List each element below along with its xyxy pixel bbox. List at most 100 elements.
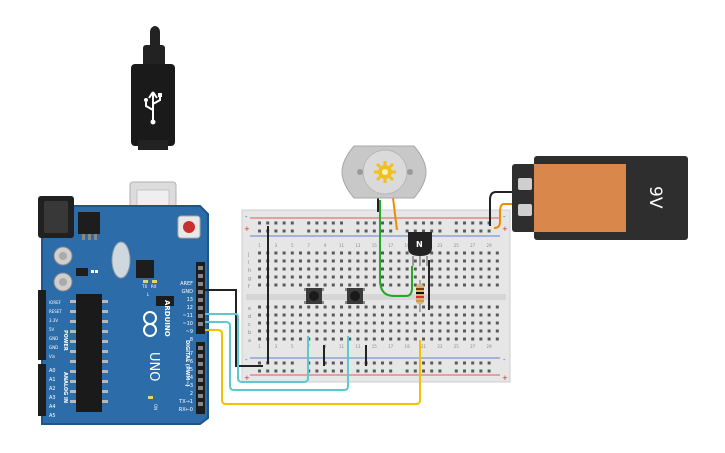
breadboard-hole[interactable] (495, 251, 499, 255)
breadboard-hole[interactable] (413, 221, 417, 225)
breadboard-hole[interactable] (372, 305, 376, 309)
breadboard-hole[interactable] (422, 337, 425, 341)
breadboard-hole[interactable] (356, 275, 360, 279)
breadboard-hole[interactable] (274, 229, 278, 233)
breadboard-hole[interactable] (340, 329, 343, 333)
breadboard-hole[interactable] (323, 361, 327, 365)
breadboard-hole[interactable] (397, 337, 401, 341)
breadboard-hole[interactable] (471, 337, 475, 341)
breadboard-hole[interactable] (405, 259, 409, 263)
breadboard-hole[interactable] (348, 321, 352, 325)
breadboard-hole[interactable] (348, 275, 352, 279)
breadboard-hole[interactable] (356, 305, 360, 309)
breadboard-hole[interactable] (307, 251, 311, 255)
breadboard-hole[interactable] (487, 259, 491, 263)
breadboard-hole[interactable] (290, 329, 294, 333)
breadboard-hole[interactable] (258, 329, 261, 333)
breadboard-hole[interactable] (290, 321, 294, 325)
breadboard-hole[interactable] (422, 275, 425, 279)
breadboard-hole[interactable] (454, 313, 458, 317)
breadboard-hole[interactable] (463, 283, 466, 287)
breadboard-hole[interactable] (331, 259, 335, 263)
breadboard-hole[interactable] (422, 259, 425, 263)
breadboard-hole[interactable] (258, 321, 261, 325)
breadboard-hole[interactable] (446, 275, 450, 279)
breadboard-hole[interactable] (471, 229, 475, 233)
breadboard-hole[interactable] (274, 259, 278, 263)
breadboard-hole[interactable] (454, 275, 458, 279)
breadboard-hole[interactable] (258, 313, 261, 317)
breadboard-hole[interactable] (307, 229, 311, 233)
breadboard-hole[interactable] (422, 361, 425, 365)
breadboard-hole[interactable] (315, 229, 319, 233)
breadboard-hole[interactable] (364, 321, 368, 325)
breadboard-hole[interactable] (381, 361, 384, 365)
breadboard-hole[interactable] (405, 313, 409, 317)
breadboard-hole[interactable] (487, 361, 491, 365)
breadboard-hole[interactable] (315, 313, 319, 317)
breadboard-hole[interactable] (463, 251, 466, 255)
breadboard-hole[interactable] (413, 267, 417, 271)
breadboard-hole[interactable] (397, 313, 401, 317)
breadboard-hole[interactable] (307, 259, 311, 263)
breadboard-hole[interactable] (282, 251, 286, 255)
breadboard-hole[interactable] (348, 305, 352, 309)
breadboard-hole[interactable] (454, 369, 458, 373)
breadboard-hole[interactable] (495, 275, 499, 279)
breadboard-hole[interactable] (372, 221, 376, 225)
breadboard-hole[interactable] (389, 329, 393, 333)
breadboard-hole[interactable] (372, 337, 376, 341)
breadboard-hole[interactable] (323, 229, 327, 233)
breadboard-hole[interactable] (389, 369, 393, 373)
breadboard-hole[interactable] (463, 313, 466, 317)
breadboard-hole[interactable] (290, 283, 294, 287)
breadboard-hole[interactable] (315, 283, 319, 287)
breadboard-hole[interactable] (397, 267, 401, 271)
breadboard-hole[interactable] (258, 229, 261, 233)
breadboard-hole[interactable] (258, 361, 261, 365)
breadboard-hole[interactable] (471, 221, 475, 225)
breadboard-hole[interactable] (364, 267, 368, 271)
breadboard-hole[interactable] (290, 313, 294, 317)
breadboard-hole[interactable] (446, 305, 450, 309)
breadboard-hole[interactable] (372, 251, 376, 255)
breadboard-hole[interactable] (340, 229, 343, 233)
breadboard-hole[interactable] (495, 283, 499, 287)
breadboard-hole[interactable] (340, 221, 343, 225)
breadboard-hole[interactable] (430, 251, 434, 255)
breadboard-hole[interactable] (413, 229, 417, 233)
breadboard-hole[interactable] (405, 361, 409, 365)
breadboard-hole[interactable] (446, 267, 450, 271)
breadboard-hole[interactable] (258, 259, 261, 263)
breadboard-hole[interactable] (438, 329, 442, 333)
breadboard-hole[interactable] (258, 267, 261, 271)
breadboard-hole[interactable] (438, 369, 442, 373)
breadboard-hole[interactable] (258, 305, 261, 309)
breadboard-hole[interactable] (446, 251, 450, 255)
breadboard-hole[interactable] (405, 337, 409, 341)
breadboard-hole[interactable] (479, 267, 483, 271)
breadboard-hole[interactable] (356, 283, 360, 287)
breadboard-hole[interactable] (430, 337, 434, 341)
breadboard-hole[interactable] (340, 251, 343, 255)
resistor[interactable] (416, 280, 424, 312)
breadboard-hole[interactable] (290, 259, 294, 263)
breadboard-hole[interactable] (413, 275, 417, 279)
breadboard-hole[interactable] (258, 337, 261, 341)
breadboard-hole[interactable] (340, 275, 343, 279)
breadboard-hole[interactable] (282, 267, 286, 271)
breadboard-hole[interactable] (479, 305, 483, 309)
breadboard-hole[interactable] (340, 321, 343, 325)
breadboard-hole[interactable] (381, 229, 384, 233)
breadboard-hole[interactable] (364, 229, 368, 233)
breadboard-hole[interactable] (282, 221, 286, 225)
wire-cyan-pin10[interactable] (205, 321, 349, 391)
breadboard-hole[interactable] (282, 283, 286, 287)
breadboard-hole[interactable] (372, 321, 376, 325)
breadboard-hole[interactable] (290, 229, 294, 233)
breadboard-hole[interactable] (331, 267, 335, 271)
breadboard-hole[interactable] (495, 259, 499, 263)
breadboard-hole[interactable] (348, 329, 352, 333)
breadboard-hole[interactable] (323, 267, 327, 271)
breadboard-hole[interactable] (290, 251, 294, 255)
